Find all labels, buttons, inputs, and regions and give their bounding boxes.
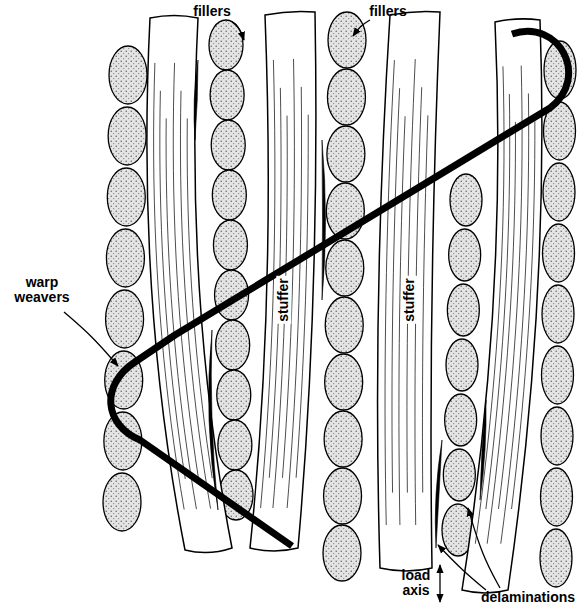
fibre-line [187, 118, 212, 478]
filler-tow [541, 407, 573, 465]
filler-tow [210, 70, 244, 120]
leader-line [64, 312, 118, 366]
stuffer-tow [462, 19, 542, 593]
part-label: delaminations [481, 590, 575, 605]
filler-tow [541, 468, 573, 526]
filler-tow [217, 370, 251, 420]
filler-tow [449, 229, 481, 281]
stuffer-tows [147, 11, 542, 593]
filler-tow [323, 525, 361, 581]
filler-tow [447, 284, 479, 336]
filler-tow [108, 107, 146, 165]
filler-tow [107, 168, 145, 226]
filler-tow [328, 12, 366, 68]
filler-tow [209, 20, 243, 70]
part-label: stuffer [402, 276, 417, 324]
filler-tow [450, 174, 482, 226]
part-label: stuffer [276, 276, 291, 324]
filler-tow [443, 449, 475, 501]
delamination [322, 140, 326, 300]
stuffer-outline [462, 19, 542, 593]
part-label: fillers [369, 4, 406, 19]
fibre-line [422, 115, 427, 492]
leader-line [353, 20, 370, 36]
leader-line [232, 22, 244, 40]
filler-tow [542, 285, 574, 343]
fibre-line [180, 91, 210, 509]
load-axis-arrow [439, 565, 440, 602]
filler-tow [213, 220, 247, 270]
fibre-line [296, 115, 308, 478]
leader-line [468, 508, 500, 588]
filler-tow [543, 224, 575, 282]
delamination [209, 330, 218, 510]
filler-tow [324, 411, 362, 467]
filler-tow [216, 320, 250, 370]
delamination [480, 400, 486, 500]
filler-tow [212, 170, 246, 220]
filler-tow [106, 229, 144, 287]
warp-weaver [111, 31, 569, 546]
filler-tow [326, 240, 364, 296]
filler-tow [324, 468, 362, 524]
fibre-line [160, 91, 185, 479]
delamination [435, 440, 442, 548]
filler-tow [540, 529, 572, 587]
part-label: fillers [193, 4, 230, 19]
filler-tow [543, 163, 575, 221]
leader-lines [64, 20, 500, 602]
leader-line [438, 545, 486, 590]
fibre-line [501, 93, 529, 543]
fibre-line [512, 121, 535, 509]
warp-weaver [111, 31, 569, 546]
stuffer-outline [378, 11, 440, 571]
filler-tow [446, 339, 478, 391]
fibre-line [486, 94, 510, 509]
filler-tow [325, 354, 363, 410]
fibre-line [166, 118, 196, 509]
axis-label: load axis [396, 568, 436, 599]
filler-tow [542, 346, 574, 404]
fibre-line [392, 88, 400, 492]
filler-tow [103, 473, 141, 531]
filler-tow [109, 46, 147, 104]
filler-tow [327, 69, 365, 125]
delamination-cracks [194, 60, 486, 548]
fibre-line [487, 122, 515, 544]
filler-tow [106, 290, 144, 348]
stuffer-tow [378, 11, 440, 571]
filler-tow [325, 297, 363, 353]
filler-tow [211, 120, 245, 170]
filler-tow [218, 420, 252, 470]
filler-tow [327, 126, 365, 182]
delamination [194, 60, 198, 140]
filler-tow [445, 394, 477, 446]
part-label: warp weavers [12, 275, 72, 306]
